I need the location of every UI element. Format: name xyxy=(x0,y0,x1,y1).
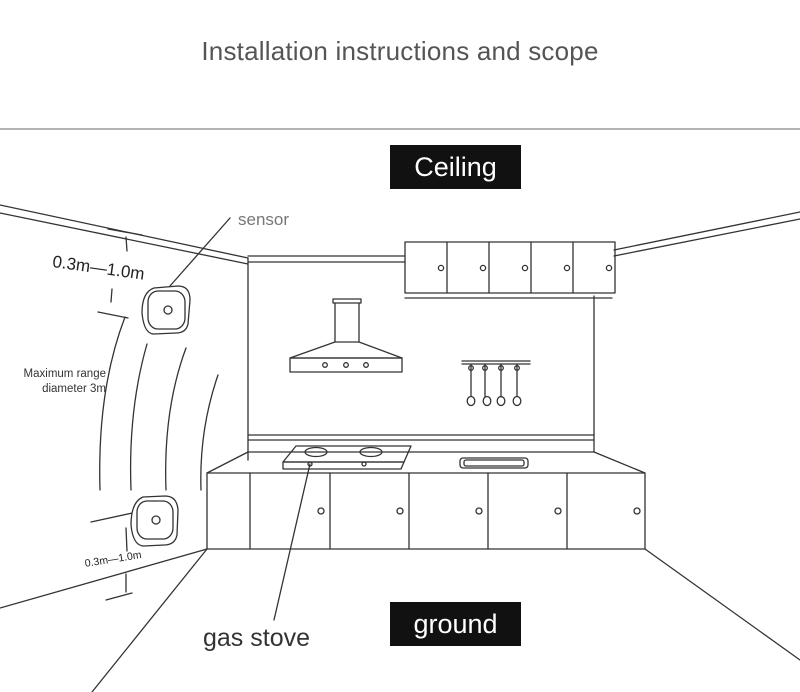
sensor-device-icon xyxy=(130,495,179,547)
gas-stove-label: gas stove xyxy=(203,624,311,652)
sensor-leader-line xyxy=(169,217,231,287)
counter xyxy=(206,451,646,550)
page-title: Installation instructions and scope xyxy=(201,36,599,66)
gas-stove-leader-line xyxy=(273,463,311,621)
sensor-label: sensor xyxy=(238,210,290,229)
room-outline xyxy=(0,204,800,692)
range-label-line-2: diameter 3m xyxy=(42,383,106,395)
range-hood-icon xyxy=(289,298,403,373)
upper-cabinets xyxy=(404,241,616,299)
stove-icon xyxy=(282,445,412,470)
ceiling-label: Ceiling xyxy=(390,145,521,189)
distance-marker-lower xyxy=(90,511,138,601)
utensil-rack-icon xyxy=(461,360,531,407)
range-label-line-1: Maximum range xyxy=(23,368,106,380)
distance-marker-upper xyxy=(97,228,143,319)
detection-range-lines xyxy=(99,316,219,491)
maximum-range-label: Maximum range diameter 3m xyxy=(10,367,106,397)
sensor-device-icon xyxy=(141,285,191,335)
sink-icon xyxy=(459,457,529,469)
lower-cabinets xyxy=(249,472,641,550)
ground-label: ground xyxy=(390,602,521,646)
